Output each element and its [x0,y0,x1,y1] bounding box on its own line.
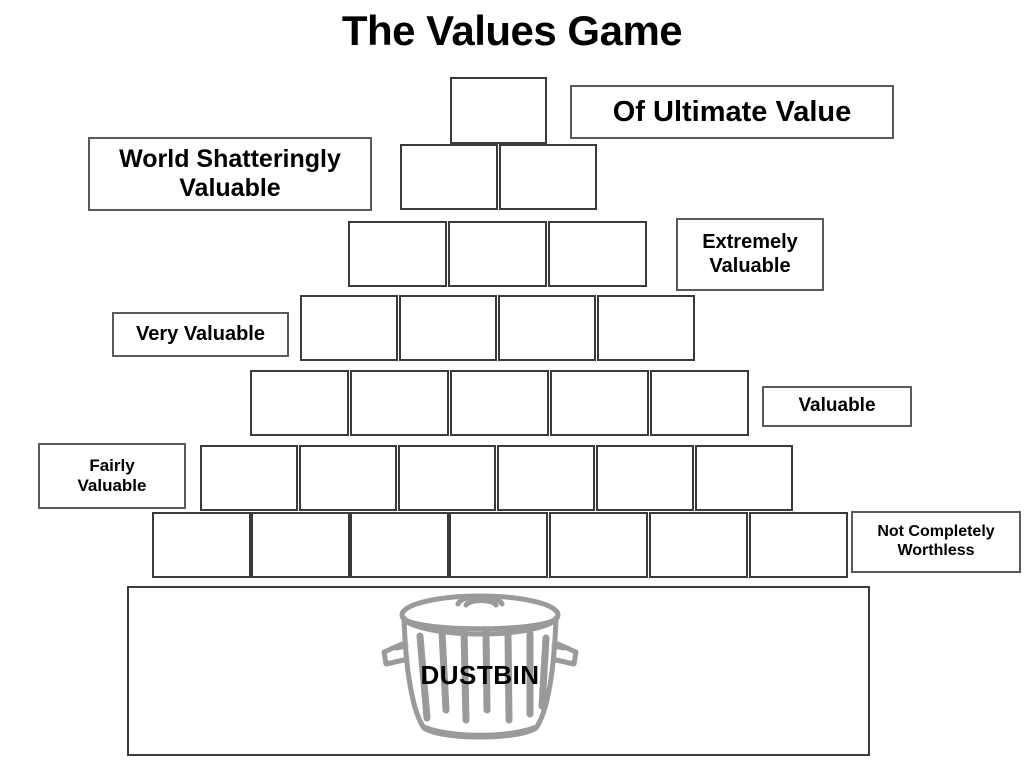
pyramid-slot-r4c3[interactable] [498,295,596,361]
pyramid-slot-r6c3[interactable] [398,445,496,511]
dustbin-caption: DUSTBIN [420,660,540,690]
pyramid-slot-r6c1[interactable] [200,445,298,511]
dustbin-drop-zone[interactable] [127,586,870,756]
page-title: The Values Game [341,7,683,54]
label-line: Valuable [798,395,876,417]
label-line: Of Ultimate Value [612,95,852,128]
pyramid-slot-r5c3[interactable] [450,370,549,436]
pyramid-slot-r4c1[interactable] [300,295,398,361]
pyramid-slot-r3c2[interactable] [448,221,547,287]
pyramid-slot-r2c1[interactable] [400,144,498,210]
label-world-shatteringly-valuable: World Shatteringly Valuable [88,137,372,211]
label-line: Extremely [702,230,798,253]
pyramid-slot-r6c2[interactable] [299,445,397,511]
pyramid-slot-r7c3[interactable] [350,512,449,578]
pyramid-slot-r7c5[interactable] [549,512,648,578]
label-valuable: Valuable [762,386,912,427]
pyramid-slot-r5c2[interactable] [350,370,449,436]
label-line: Very Valuable [136,322,265,345]
label-line: Valuable [709,254,791,277]
label-line: Valuable [77,476,147,495]
pyramid-slot-r5c1[interactable] [250,370,349,436]
pyramid-slot-r4c4[interactable] [597,295,695,361]
label-line: Valuable [179,174,281,202]
pyramid-slot-r6c5[interactable] [596,445,694,511]
label-line: Fairly [89,455,135,475]
pyramid-slot-r6c6[interactable] [695,445,793,511]
pyramid-slot-r3c3[interactable] [548,221,647,287]
label-not-completely-worthless: Not Completely Worthless [851,511,1021,573]
pyramid-slot-r6c4[interactable] [497,445,595,511]
pyramid-slot-r7c2[interactable] [251,512,350,578]
dustbin-icon [380,588,580,748]
pyramid-slot-r5c5[interactable] [650,370,749,436]
label-of-ultimate-value: Of Ultimate Value [570,85,894,139]
pyramid-slot-r5c4[interactable] [550,370,649,436]
label-fairly-valuable: Fairly Valuable [38,443,186,509]
pyramid-slot-r1c1[interactable] [450,77,547,144]
pyramid-slot-r7c6[interactable] [649,512,748,578]
label-line: World Shatteringly [119,144,341,173]
label-line: Not Completely [877,523,995,541]
pyramid-slot-r7c7[interactable] [749,512,848,578]
pyramid-slot-r7c1[interactable] [152,512,251,578]
label-extremely-valuable: Extremely Valuable [676,218,824,291]
pyramid-slot-r7c4[interactable] [449,512,548,578]
pyramid-slot-r2c2[interactable] [499,144,597,210]
pyramid-slot-r4c2[interactable] [399,295,497,361]
label-very-valuable: Very Valuable [112,312,289,357]
pyramid-slot-r3c1[interactable] [348,221,447,287]
label-line: Worthless [897,542,975,559]
